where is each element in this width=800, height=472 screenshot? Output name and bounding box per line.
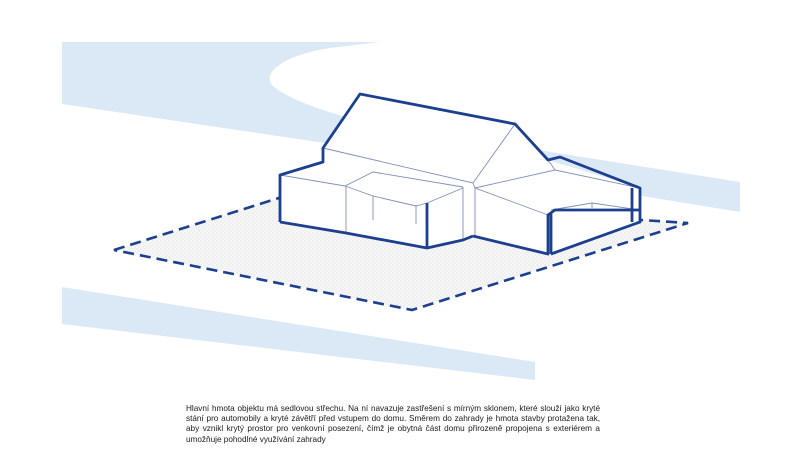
plot-boundary xyxy=(113,195,689,312)
diagram-caption: Hlavní hmota objektu má sedlovou střechu… xyxy=(186,404,600,444)
building-detail-lines xyxy=(279,93,641,240)
terrain-road xyxy=(62,287,535,380)
building-outline xyxy=(278,92,642,256)
